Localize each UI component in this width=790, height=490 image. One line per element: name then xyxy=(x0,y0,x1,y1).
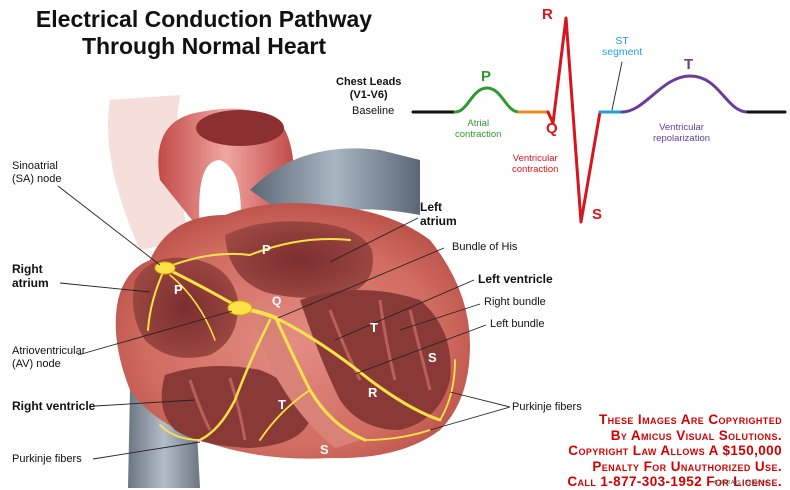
chest-leads-label: Chest Leads (V1-V6) xyxy=(336,76,401,102)
p-wave-label: P xyxy=(481,68,491,85)
q-wave-label: Q xyxy=(546,120,558,137)
footnote: © 2008 AVS - Ptroge Inc xyxy=(714,480,768,486)
right-atrium-label: Right atrium xyxy=(12,262,49,290)
left-ventricle-label: Left ventricle xyxy=(478,272,553,286)
heart-letter-r: R xyxy=(368,386,377,399)
sa-line-1: Sinoatrial xyxy=(12,160,62,173)
copyright-line-2: By Amicus Visual Solutions. xyxy=(432,428,782,444)
left-atrium-label: Left atrium xyxy=(420,200,457,228)
baseline-label: Baseline xyxy=(352,106,394,117)
t-wave-label: T xyxy=(684,56,693,73)
purkinje-fibers-left-label: Purkinje fibers xyxy=(12,453,82,466)
heart-letter-p-right: P xyxy=(174,283,183,296)
right-bundle-label: Right bundle xyxy=(484,296,546,309)
copyright-line-3: Copyright Law Allows A $150,000 xyxy=(432,443,782,459)
copyright-notice: These Images Are Copyrighted By Amicus V… xyxy=(432,412,782,490)
chest-leads-line-1: Chest Leads xyxy=(336,76,401,89)
chest-leads-line-2: (V1-V6) xyxy=(336,89,401,102)
st-segment-label: ST segment xyxy=(602,36,642,58)
s-wave-label: S xyxy=(592,206,602,223)
sa-node-label: Sinoatrial (SA) node xyxy=(12,160,62,186)
ventricular-line-2: contraction xyxy=(512,164,558,175)
atrial-contraction-label: Atrial contraction xyxy=(455,118,501,140)
repol-line-1: Ventricular xyxy=(653,122,710,133)
heart-letter-t-left: T xyxy=(370,321,378,334)
left-atrium-line-2: atrium xyxy=(420,214,457,228)
st-line-2: segment xyxy=(602,47,642,58)
aorta-opening xyxy=(196,110,284,146)
right-atrium-line-1: Right xyxy=(12,262,49,276)
ventricular-contraction-label: Ventricular contraction xyxy=(512,153,558,175)
right-atrium-line-2: atrium xyxy=(12,276,49,290)
ecg-t-wave xyxy=(622,76,748,112)
copyright-line-4: Penalty For Unauthorized Use. xyxy=(432,459,782,475)
atrial-line-2: contraction xyxy=(455,129,501,140)
atrial-line-1: Atrial xyxy=(455,118,501,129)
heart-letter-s-left: S xyxy=(320,443,329,456)
ventricular-line-1: Ventricular xyxy=(512,153,558,164)
left-atrium-line-1: Left xyxy=(420,200,457,214)
bundle-of-his-label: Bundle of His xyxy=(452,241,517,254)
av-node xyxy=(228,301,252,315)
ecg-p-wave xyxy=(455,88,519,112)
av-line-1: Atrioventricular xyxy=(12,345,85,358)
right-atrium-chamber xyxy=(133,258,238,358)
r-wave-label: R xyxy=(542,6,553,23)
heart-letter-q: Q xyxy=(272,295,281,308)
repol-line-2: repolarization xyxy=(653,133,710,144)
left-bundle-label: Left bundle xyxy=(490,318,544,331)
right-ventricle-label: Right ventricle xyxy=(12,399,95,413)
copyright-line-1: These Images Are Copyrighted xyxy=(432,412,782,428)
av-line-2: (AV) node xyxy=(12,358,85,371)
sa-line-2: (SA) node xyxy=(12,173,62,186)
heart-letter-p-left: P xyxy=(262,243,271,256)
heart-letter-s-right: S xyxy=(428,351,437,364)
ventricular-repolarization-label: Ventricular repolarization xyxy=(653,122,710,144)
av-node-label: Atrioventricular (AV) node xyxy=(12,345,85,371)
heart-letter-t-right: T xyxy=(278,398,286,411)
